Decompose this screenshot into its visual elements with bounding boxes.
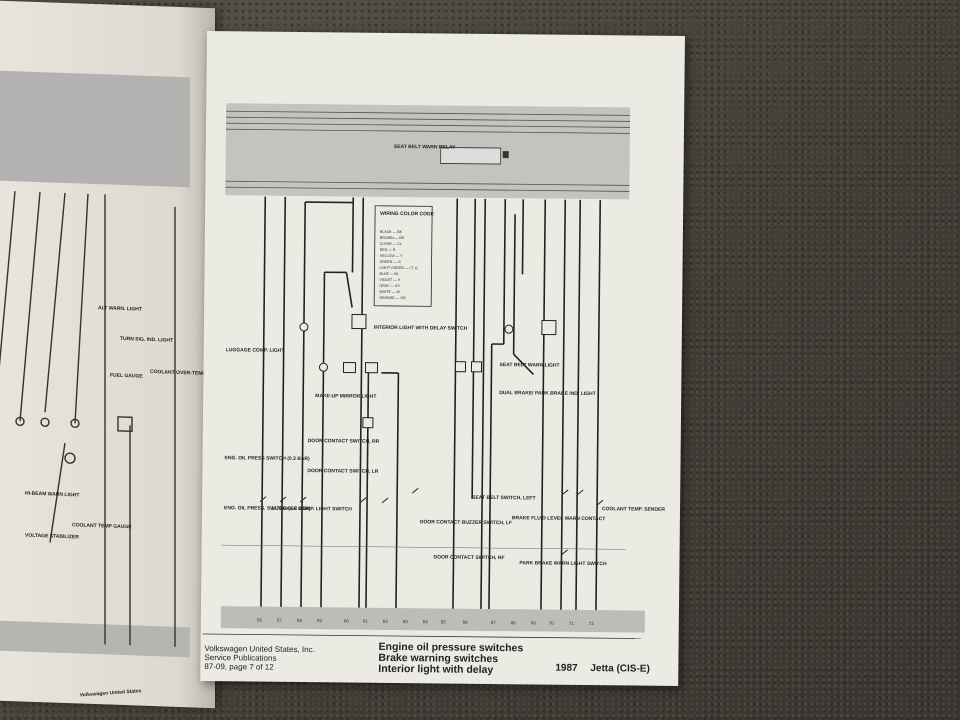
- svg-text:DOOR CONTACT SWITCH, RR: DOOR CONTACT SWITCH, RR: [308, 438, 380, 445]
- svg-text:DOOR CONTACT SWITCH, LR: DOOR CONTACT SWITCH, LR: [307, 468, 378, 475]
- left-page: ALT WARN. LIGHT TURN SIG. IND. LIGHT FUE…: [0, 0, 215, 709]
- svg-text:68: 68: [511, 620, 517, 625]
- svg-text:HI-BEAM WARN LIGHT: HI-BEAM WARN LIGHT: [25, 491, 79, 499]
- svg-text:TURN SIG. IND. LIGHT: TURN SIG. IND. LIGHT: [120, 336, 173, 344]
- svg-text:DOOR CONTACT SWITCH, RF: DOOR CONTACT SWITCH, RF: [433, 554, 504, 561]
- svg-text:64: 64: [423, 619, 429, 624]
- svg-text:62: 62: [383, 619, 389, 624]
- svg-text:SEAT BELT SWITCH, LEFT: SEAT BELT SWITCH, LEFT: [472, 495, 535, 502]
- title-line-3: Interior light with delay: [378, 662, 494, 677]
- svg-text:65: 65: [441, 619, 447, 624]
- svg-text:57: 57: [277, 618, 283, 623]
- svg-text:RED — R: RED — R: [380, 248, 396, 252]
- svg-text:61: 61: [363, 619, 369, 624]
- svg-text:GREEN — G: GREEN — G: [380, 260, 401, 264]
- svg-text:COOLANT TEMP. SENDER: COOLANT TEMP. SENDER: [602, 506, 665, 513]
- svg-text:FUEL GAUGE: FUEL GAUGE: [110, 373, 143, 380]
- model-name: Jetta (CIS-E): [590, 663, 650, 675]
- wiring-diagram: SEAT BELT WARN RELAY WIRING COLOR CODE B…: [202, 103, 665, 639]
- svg-text:72: 72: [589, 621, 595, 626]
- svg-text:66: 66: [463, 620, 469, 625]
- svg-text:DOOR CONTACT BUZZER SWITCH, LF: DOOR CONTACT BUZZER SWITCH, LF: [420, 519, 512, 526]
- svg-text:ENG. OIL PRESS SWITCH (0.3 BAR: ENG. OIL PRESS SWITCH (0.3 BAR): [224, 455, 310, 462]
- svg-text:59: 59: [317, 618, 323, 623]
- svg-text:BROWN — BR: BROWN — BR: [380, 236, 405, 240]
- svg-text:63: 63: [403, 619, 409, 624]
- svg-text:SEAT BELT WARN LIGHT: SEAT BELT WARN LIGHT: [499, 362, 559, 369]
- svg-text:VOLTAGE STABILIZER: VOLTAGE STABILIZER: [25, 533, 79, 541]
- svg-text:YELLOW — Y: YELLOW — Y: [380, 254, 404, 258]
- svg-text:WHITE — W: WHITE — W: [379, 290, 400, 294]
- svg-text:58: 58: [297, 618, 303, 623]
- page-titles: Engine oil pressure switches Brake warni…: [378, 641, 523, 677]
- svg-text:ORANGE — OR: ORANGE — OR: [379, 296, 406, 300]
- svg-text:BLUE — BL: BLUE — BL: [379, 272, 398, 276]
- svg-text:ENG. OIL PRESS. SWITCH (1.8 BA: ENG. OIL PRESS. SWITCH (1.8 BAR): [224, 505, 311, 512]
- svg-text:COOLANT TEMP GAUGE: COOLANT TEMP GAUGE: [72, 522, 132, 530]
- svg-text:56: 56: [257, 618, 263, 623]
- svg-text:60: 60: [344, 618, 350, 623]
- svg-text:MAKE-UP MIRROR LIGHT: MAKE-UP MIRROR LIGHT: [315, 393, 376, 400]
- svg-text:LUGGAGE COMP. LIGHT: LUGGAGE COMP. LIGHT: [226, 347, 285, 354]
- svg-text:Volkswagen United States: Volkswagen United States: [80, 688, 142, 698]
- svg-text:71: 71: [569, 621, 575, 626]
- svg-text:LIGHT GREEN — LT. G: LIGHT GREEN — LT. G: [380, 266, 418, 270]
- seat-belt-relay: [440, 147, 502, 165]
- color-code-legend: [373, 205, 433, 307]
- left-page-diagram: [0, 191, 176, 647]
- svg-text:PARK BRAKE WARN LIGHT SWITCH: PARK BRAKE WARN LIGHT SWITCH: [519, 560, 607, 567]
- publisher-info: Volkswagen United States, Inc. Service P…: [204, 644, 315, 672]
- svg-text:69: 69: [531, 620, 537, 625]
- svg-text:70: 70: [549, 621, 555, 626]
- svg-text:WIRING COLOR CODE: WIRING COLOR CODE: [380, 211, 435, 218]
- svg-text:GRAY — GY: GRAY — GY: [379, 284, 400, 288]
- model-year: 1987: [555, 662, 578, 674]
- svg-text:COOLANT OVER-TEMP WARN. LIGHT: COOLANT OVER-TEMP WARN. LIGHT: [150, 369, 215, 378]
- page-reference: 87-09, page 7 of 12: [204, 662, 274, 672]
- left-page-labels: ALT WARN. LIGHT TURN SIG. IND. LIGHT FUE…: [25, 305, 215, 698]
- svg-text:INTERIOR LIGHT WITH DELAY SWIT: INTERIOR LIGHT WITH DELAY SWITCH: [374, 325, 468, 332]
- svg-text:SEAT BELT WARN RELAY: SEAT BELT WARN RELAY: [394, 144, 456, 151]
- svg-text:LUGGAGE COMP. LIGHT SWITCH: LUGGAGE COMP. LIGHT SWITCH: [272, 506, 352, 513]
- relay-panel-band: [225, 103, 631, 200]
- svg-text:VIOLET — V: VIOLET — V: [379, 278, 400, 282]
- svg-text:ALT WARN. LIGHT: ALT WARN. LIGHT: [98, 305, 142, 313]
- svg-text:BRAKE FLUID LEVEL WARN CONTACT: BRAKE FLUID LEVEL WARN CONTACT: [512, 515, 605, 522]
- manual-page: SEAT BELT WARN RELAY WIRING COLOR CODE B…: [200, 31, 685, 686]
- svg-text:BLACK — BK: BLACK — BK: [380, 230, 403, 234]
- ground-band: [220, 606, 645, 633]
- svg-text:CLEAR — CL: CLEAR — CL: [380, 242, 402, 246]
- svg-text:DUAL BRAKE/ PARK BRAKE IND. LI: DUAL BRAKE/ PARK BRAKE IND. LIGHT: [499, 390, 596, 397]
- svg-text:67: 67: [491, 620, 497, 625]
